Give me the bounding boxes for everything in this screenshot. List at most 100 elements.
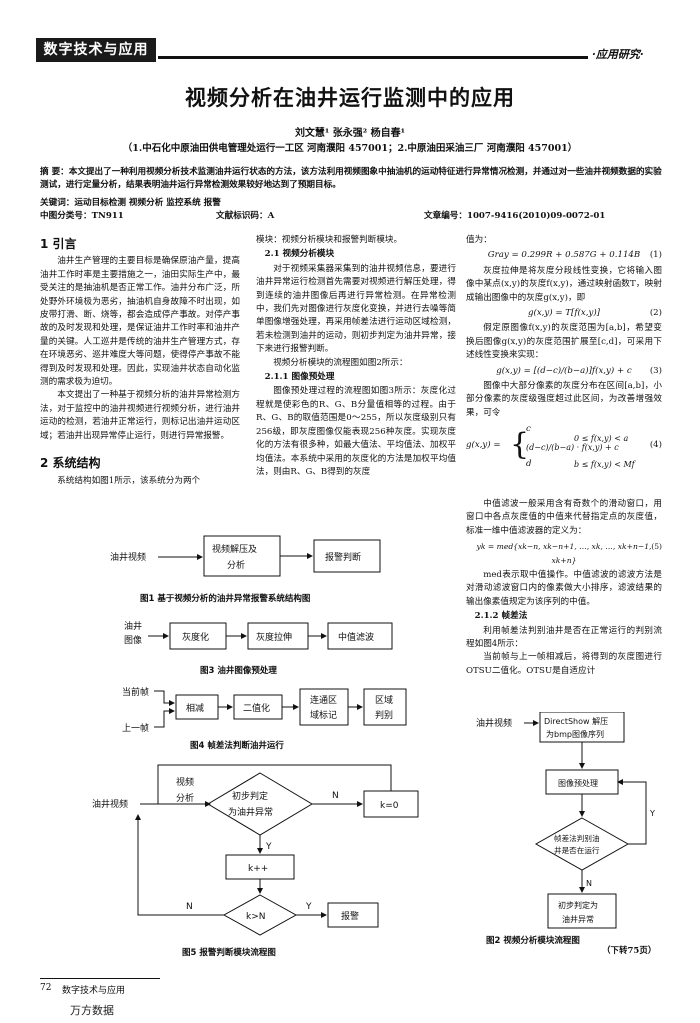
fig3-box-label: 中值滤波 [338, 631, 374, 643]
fig5-decision-kn [222, 894, 298, 936]
fig2-box-label: 初步判定为 [558, 900, 598, 910]
equation-body: g(x,y) = [(d−c)/(b−a)]f(x,y) + c [496, 365, 632, 376]
heading-2-1: 2.1 视频分析模块 [264, 249, 335, 260]
heading-system-structure: 2 系统结构 [40, 456, 101, 471]
equation-1: Gray = 0.299R + 0.587G + 0.114B (1) [466, 249, 662, 262]
fig2-diamond-label: 帧差法判别油 [554, 833, 600, 843]
article-number: 文章编号：1007-9416(2010)09-0072-01 [424, 211, 606, 221]
equation-body: g(x,y) = T[f(x,y)] [527, 308, 601, 319]
section-tag: ·应用研究· [592, 48, 644, 61]
clc-number: 中图分类号：TN911 [40, 211, 124, 221]
equation-2: g(x,y) = T[f(x,y)] (2) [466, 307, 662, 320]
paragraph: 灰度拉伸是将灰度分段线性变换，它将输入图像中某点(x,y)的灰度f(x,y)，通… [466, 265, 662, 303]
paragraph: 模块：视频分析模块和报警判断模块。 [256, 235, 403, 245]
equation-5: yk = med{xk−n, xk−n+1, …, xk, …, xk+n−1,… [466, 540, 662, 567]
journal-tag: 数字技术与应用 [36, 38, 156, 62]
paragraph: 假定原图像f(x,y)的灰度范围为[a,b]，希望变换后图像g(x,y)的灰度范… [466, 323, 662, 361]
watermark: 万方数据 [70, 1004, 114, 1017]
fig4-box-label: 区域 [375, 694, 393, 706]
figure-2-caption: 图2 视频分析模块流程图 [486, 936, 580, 946]
column-left: 1 引言 油井生产管理的主要目标是确保原油产量，提高油井工作时率是主要措施之一，… [40, 234, 240, 488]
paragraph: 视频分析模块的流程图如图2所示： [273, 357, 408, 368]
fig4-input-label: 当前帧 [122, 686, 149, 698]
fig4-box-label: 域标记 [310, 709, 337, 721]
column-middle: 模块：视频分析模块和报警判断模块。 2.1 视频分析模块 对于视频采集器采集到的… [256, 234, 456, 479]
equation-number: (3) [649, 365, 662, 376]
fig2-box-label: DirectShow 解压 [544, 716, 608, 726]
heading-introduction: 1 引言 [40, 237, 77, 251]
doc-code: 文献标识码：A [216, 211, 275, 221]
fig5-diamond-label: 初步判定 [232, 790, 268, 802]
figure-4-caption: 图4 帧差法判断油井运行 [190, 741, 284, 751]
fig4-box-label: 相减 [186, 702, 204, 714]
equation-body: yk = med{xk−n, xk−n+1, …, xk, …, xk+n−1,… [476, 542, 652, 565]
abstract: 摘 要：本文提出了一种利用视频分析技术监测油井运行状态的方法，该方法利用视频图象… [40, 167, 662, 190]
fig2-box-label: 油井异常 [562, 914, 594, 924]
figure-5-diagram: 油井视频 视频 分析 初步判定 为油井异常 N k=0 Y k++ k>N N … [92, 764, 419, 936]
figure-3-caption: 图3 油井图像预处理 [200, 666, 277, 676]
footer-journal: 数字技术与应用 [62, 986, 126, 996]
fig1-input-label: 油井视频 [110, 551, 146, 563]
piece-value: c [526, 424, 531, 435]
fig5-tag-label: 分析 [176, 792, 194, 804]
fig2-box-label: 图像预处理 [558, 778, 598, 788]
fig5-branch-yes: Y [305, 902, 312, 912]
figure-1-caption: 图1 基于视频分析的油井异常报警系统结构图 [140, 594, 311, 604]
fig2-diamond-label: 井是否在运行 [554, 845, 600, 855]
fig4-box-label: 判别 [375, 709, 393, 721]
fig4-input-label: 上一帧 [122, 722, 149, 734]
paragraph: 中值滤波一般采用含有奇数个的滑动窗口，用窗口中各点灰度值的中值来代替指定点的灰度… [466, 499, 662, 536]
paragraph: 本文提出了一种基于视频分析的油井异常检测方法，对于监控中的油井视频进行视频分析，… [40, 390, 240, 441]
classification-row: 中图分类号：TN911 文献标识码：A 文章编号：1007-9416(2010)… [40, 209, 662, 223]
column-right-lower: 中值滤波一般采用含有奇数个的滑动窗口，用窗口中各点灰度值的中值来代替指定点的灰度… [466, 498, 662, 678]
paragraph: 利用帧差法判别油井是否在正常运行的判别流程如图4所示： [466, 625, 662, 650]
fig5-box-alarm [327, 902, 379, 928]
piece-condition: b ≤ f(x,y) < Mf [574, 460, 635, 470]
figure-3-diagram: 油井 图像 灰度化 灰度拉伸 中值滤波 [124, 620, 393, 650]
heading-2-1-1: 2.1.1 图像预处理 [264, 372, 335, 383]
brace-icon: { [510, 427, 530, 463]
equation-number: (2) [649, 308, 662, 319]
piece-value: d [526, 459, 532, 470]
fig1-box-label: 视频解压及 [212, 543, 257, 555]
paragraph: 图像预处理过程的流程图如图3所示：灰度化过程就是使彩色的R、G、B分量值相等的过… [256, 386, 456, 477]
fig5-branch-no: N [186, 902, 193, 912]
fig3-input-label: 油井 [124, 620, 142, 632]
paragraph: 对于视频采集器采集到的油井视频信息，要进行油井异常运行检测首先需要对视频进行解压… [256, 263, 456, 355]
authors: 刘文慧¹ 张永强² 杨自春¹ [294, 128, 406, 139]
figure-5-caption: 图5 报警判断模块流程图 [182, 948, 276, 958]
continued-note: （下转75页） [602, 946, 657, 956]
paragraph: 系统结构如图1所示，该系统分为两个 [57, 475, 201, 486]
footer-rule [40, 978, 160, 979]
fig2-branch-no: N [586, 879, 592, 888]
equation-number: (4) [649, 440, 662, 451]
paragraph: med表示取中值操作。中值滤波的滤波方法是对滑动滤波窗口内的像素做大小排序，滤波… [466, 570, 662, 607]
fig3-input-label: 图像 [124, 634, 142, 646]
fig1-box-label: 报警判断 [325, 551, 361, 563]
fig3-box-median [327, 622, 393, 650]
fig5-branch-no: N [332, 791, 339, 801]
figure-2-diagram: 油井视频 DirectShow 解压 为bmp图像序列 图像预处理 帧差法判别油… [476, 712, 655, 929]
fig4-box-label: 连通区 [310, 694, 337, 706]
fig2-decision-running [534, 817, 630, 871]
header-rule [158, 56, 588, 59]
fig2-branch-yes: Y [649, 809, 655, 818]
fig5-box-label: k=0 [380, 801, 399, 811]
column-right: 值为： Gray = 0.299R + 0.587G + 0.114B (1) … [466, 234, 662, 470]
heading-2-1-2: 2.1.2 帧差法 [474, 611, 528, 622]
equation-number: (1) [649, 250, 662, 261]
equation-4: g(x,y) = { c 0 ≤ f(x,y) < a (d−c)/(b−a) … [466, 422, 662, 470]
paragraph: 值为： [466, 235, 492, 245]
piece-value: (d−c)/(b−a) · f(x,y) + c [526, 443, 619, 453]
fig3-box-label: 灰度化 [182, 631, 209, 643]
equation-body: Gray = 0.299R + 0.587G + 0.114B [487, 250, 641, 261]
affiliation: （1.中石化中原油田供电管理处运行一工区 河南濮阳 457001；2.中原油田采… [122, 143, 578, 154]
fig5-input-label: 油井视频 [92, 798, 128, 810]
fig2-box-abnormal [547, 893, 617, 929]
fig4-box-region-judge [363, 688, 407, 726]
page-number: 72 [40, 983, 52, 993]
paper-title: 视频分析在油井运行监测中的应用 [185, 86, 515, 110]
fig4-box-label: 二值化 [243, 702, 270, 714]
equation-3: g(x,y) = [(d−c)/(b−a)]f(x,y) + c (3) [466, 365, 662, 378]
paragraph: 油井生产管理的主要目标是确保原油产量，提高油井工作时率是主要措施之一，油田实际生… [40, 256, 240, 388]
